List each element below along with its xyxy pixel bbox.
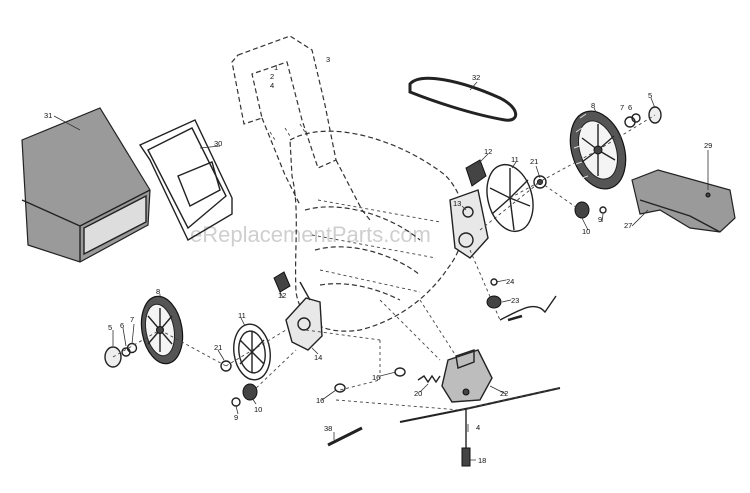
- part-labels: 31 30 1 2 4 3 32 8 7 6 5 29 27 12 11 21 …: [44, 55, 712, 465]
- label-9-left: 9: [234, 413, 238, 422]
- drive-wheel-left: [220, 323, 271, 381]
- label-22: 22: [500, 389, 508, 398]
- label-8-right: 8: [591, 101, 595, 110]
- label-10-left: 10: [254, 405, 262, 414]
- drive-wheel-right: [486, 163, 547, 233]
- watermark-text: eReplacementParts.com: [190, 222, 431, 247]
- label-1: 1: [274, 63, 278, 72]
- label-7-right: 7: [620, 103, 624, 112]
- label-14: 14: [314, 353, 322, 362]
- rear-wheel-left: [140, 295, 184, 365]
- label-23: 23: [511, 296, 519, 305]
- rear-wheel-right: [569, 110, 627, 190]
- label-5-right: 5: [648, 91, 652, 100]
- drive-belt: [408, 76, 518, 122]
- transmission: [441, 349, 493, 403]
- label-24: 24: [506, 277, 514, 286]
- label-12-right: 12: [484, 147, 492, 156]
- gear-case-right: [449, 159, 489, 259]
- label-12-left: 12: [278, 291, 286, 300]
- bag-frame: [138, 119, 233, 241]
- vertical-shaft: [461, 408, 471, 467]
- handle-assembly: [231, 35, 371, 221]
- leader-lines: [53, 81, 709, 461]
- washers-16: [334, 367, 406, 393]
- label-13: 13: [453, 199, 461, 208]
- label-18: 18: [478, 456, 486, 465]
- grass-bag: [21, 107, 151, 263]
- nut-23: [486, 278, 502, 309]
- label-38: 38: [324, 424, 332, 433]
- label-21-left: 21: [214, 343, 222, 352]
- shaft-38: [327, 426, 363, 447]
- nut-left: [231, 383, 258, 407]
- label-30: 30: [214, 139, 222, 148]
- label-6-right: 6: [628, 103, 632, 112]
- nut-right: [574, 201, 607, 219]
- label-32: 32: [472, 73, 480, 82]
- guide-lines: [112, 114, 656, 411]
- label-5-left: 5: [108, 323, 112, 332]
- label-29: 29: [704, 141, 712, 150]
- label-3: 3: [326, 55, 330, 64]
- label-9-right: 9: [598, 215, 602, 224]
- gear-case-left: [273, 271, 323, 351]
- wheel-hardware-left: [104, 342, 138, 368]
- label-11-right: 11: [511, 155, 519, 164]
- label-11-left: 11: [238, 311, 246, 320]
- mower-deck: [289, 130, 465, 332]
- label-21-right: 21: [530, 157, 538, 166]
- rear-deflector: [631, 169, 736, 233]
- label-6-left: 6: [120, 321, 124, 330]
- label-4-bottom: 4: [476, 423, 480, 432]
- spring-20: [417, 374, 441, 384]
- label-31: 31: [44, 111, 52, 120]
- label-20: 20: [414, 389, 422, 398]
- label-4-top: 4: [270, 81, 274, 90]
- label-10-right: 10: [582, 227, 590, 236]
- cable: [499, 295, 557, 322]
- label-16-left: 16: [316, 396, 324, 405]
- label-27: 27: [624, 221, 632, 230]
- label-2: 2: [270, 72, 274, 81]
- label-16-right: 16: [372, 373, 380, 382]
- label-7-left: 7: [130, 315, 134, 324]
- label-8-left: 8: [156, 287, 160, 296]
